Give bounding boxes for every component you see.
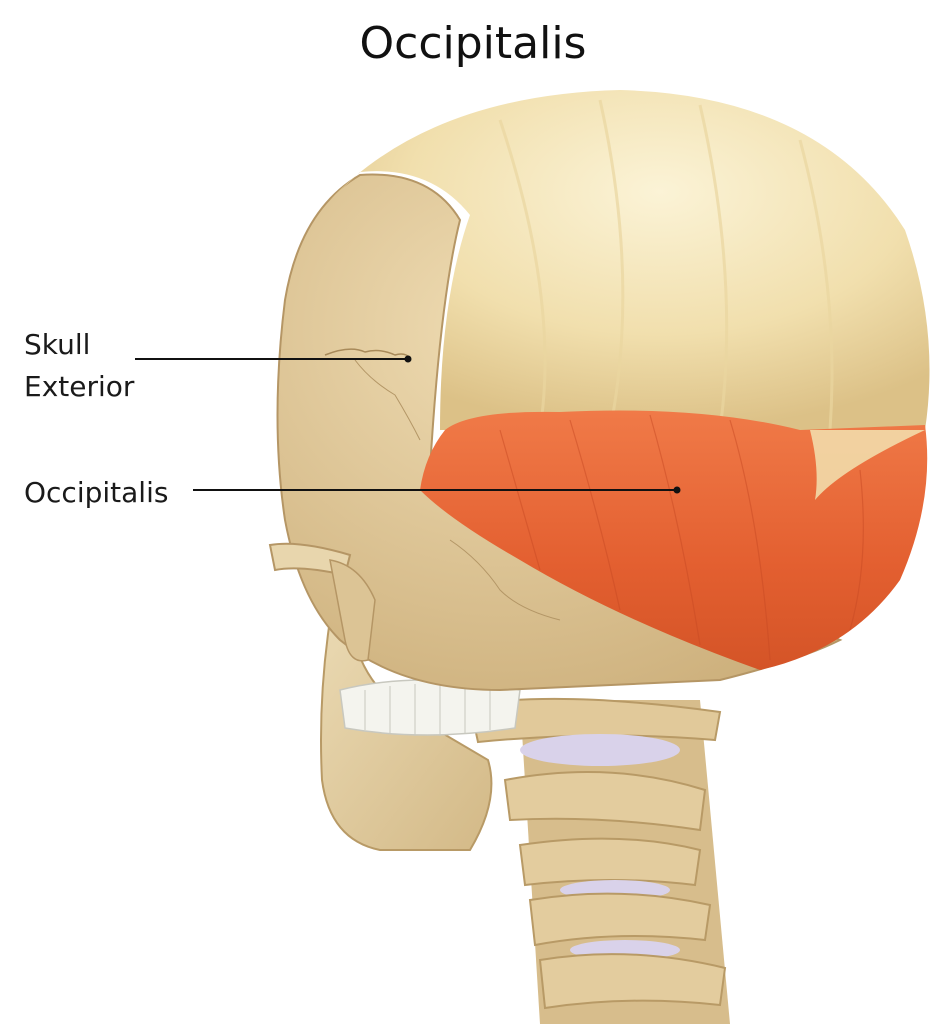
leader-occipitalis: [193, 486, 681, 494]
label-occipitalis: Occipitalis: [24, 476, 169, 509]
cervical-vertebrae: [468, 697, 730, 1024]
teeth: [339, 679, 521, 736]
occipitalis-muscle: [420, 410, 928, 670]
skull-exterior: [268, 173, 843, 692]
diagram-title: Occipitalis: [359, 18, 587, 69]
label-skull-exterior: Skull Exterior: [24, 328, 135, 403]
leader-skull-exterior: [135, 355, 412, 363]
aponeurosis-dome: [330, 90, 930, 431]
